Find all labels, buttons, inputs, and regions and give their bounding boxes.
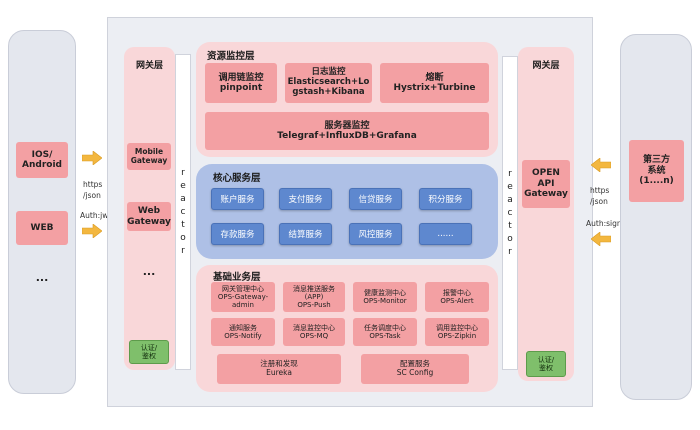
web-client: WEB [16,211,68,245]
protocol-left-json: /json [83,191,101,200]
ops-monitor: 健康监测中心 OPS-Monitor [353,282,417,312]
auth-right: 认证/ 鉴权 [526,351,566,377]
ops-mq: 消息监控中心 OPS-MQ [283,318,345,346]
ops-gateway-admin: 网关管理中心 OPS-Gateway- admin [211,282,275,312]
sc-config: 配置服务 SC Config [361,354,469,384]
protocol-right-auth: Auth:sign [586,219,622,228]
ops-alert: 报警中心 OPS-Alert [425,282,489,312]
reactor-bar-left [175,54,191,370]
eureka: 注册和发现 Eureka [217,354,341,384]
gateway-column-right [518,47,574,381]
protocol-right-json: /json [590,197,608,206]
core-service-points: 积分服务 [419,188,472,210]
resource-monitor-title: 资源监控层 [207,51,255,62]
arrow-right-icon [82,151,102,165]
more-clients: ... [35,270,49,284]
open-api-gateway: OPEN API Gateway [522,160,570,208]
core-services-title: 核心服务层 [213,173,261,184]
arrow-right-icon [82,224,102,238]
web-gateway: Web Gateway [127,202,171,231]
monitor-pinpoint: 调用链监控 pinpoint [205,63,277,103]
arrow-left-icon [591,232,611,246]
ops-zipkin: 调用监控中心 OPS-Zipkin [425,318,489,346]
mobile-gateway: Mobile Gateway [127,143,171,170]
basic-business-title: 基础业务层 [213,272,261,283]
protocol-right-https: https [590,186,610,195]
protocol-left-auth: Auth:jwt [80,211,112,220]
core-service-payment: 支付服务 [279,188,332,210]
core-service-more: ...... [419,223,472,245]
server-monitor: 服务器监控 Telegraf+InfluxDB+Grafana [205,112,489,150]
protocol-left-https: https [83,180,103,189]
core-service-account: 账户服务 [211,188,264,210]
ops-notify: 通知服务 OPS-Notify [211,318,275,346]
third-party-systems: 第三方 系统 (1....n) [629,140,684,202]
core-service-settlement: 结算服务 [279,223,332,245]
monitor-elk: 日志监控 Elasticsearch+Lo gstash+Kibana [285,63,372,103]
core-service-risk: 风控服务 [349,223,402,245]
ops-task: 任务调度中心 OPS-Task [353,318,417,346]
more-gateways: ... [142,264,156,278]
ios-android-client: IOS/ Android [16,142,68,178]
monitor-hystrix: 熔断 Hystrix+Turbine [380,63,489,103]
core-service-deposit: 存款服务 [211,223,264,245]
client-panel-right [620,34,692,400]
gateway-left-title: 网关层 [135,61,163,71]
auth-left: 认证/ 鉴权 [129,340,169,364]
core-service-credit: 信贷服务 [349,188,402,210]
gateway-right-title: 网关层 [532,61,560,71]
arrow-left-icon [591,158,611,172]
reactor-bar-right [502,56,518,370]
ops-push: 消息推送服务 (APP) OPS-Push [283,282,345,312]
